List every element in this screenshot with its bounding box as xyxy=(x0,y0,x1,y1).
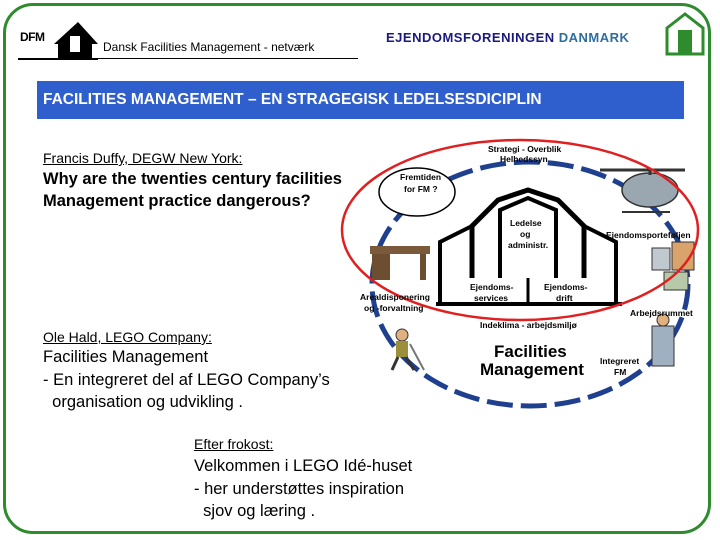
office-person-icon xyxy=(651,313,675,367)
label-fm-2: Management xyxy=(480,360,584,379)
label-fremtiden-1: Fremtiden xyxy=(400,172,442,182)
slide-frame xyxy=(3,3,711,534)
org-name: EJENDOMSFORENINGEN DANMARK xyxy=(386,30,629,45)
section2-speaker: Ole Hald, LEGO Company: xyxy=(43,329,212,345)
red-highlight-ellipse xyxy=(340,138,700,322)
label-ejendomsportefolje: Ejendomsporteføljen xyxy=(606,230,691,240)
house-outer-right-wall xyxy=(583,224,618,302)
label-arealdisp-2: og -forvaltning xyxy=(364,303,424,313)
label-ledelse-1: Ledelse xyxy=(510,218,542,228)
house-outer-left-wall xyxy=(438,224,473,302)
section1-line2: Management practice dangerous? xyxy=(43,192,311,210)
label-ledelse-3: administr. xyxy=(508,240,549,250)
label-arealdisp-1: Arealdisponering xyxy=(360,292,430,302)
section1-line1: Why are the twenties century facilities xyxy=(43,170,342,188)
label-strategi-1: Strategi - Overblik xyxy=(488,144,562,154)
label-integreret-1: Integreret xyxy=(600,356,640,366)
section1-speaker: Francis Duffy, DEGW New York: xyxy=(43,150,243,166)
label-indeklima: Indeklima - arbejdsmiljø xyxy=(480,320,577,330)
org-name-part2: DANMARK xyxy=(558,30,630,45)
dfm-logo-text: DFM xyxy=(20,30,45,44)
helicopter-icon xyxy=(600,168,685,213)
fm-diagram: Strategi - Overblik Helhedssyn Fremtiden… xyxy=(340,130,720,410)
buildings-icon xyxy=(651,241,695,291)
org-name-part1: EJENDOMSFORENINGEN xyxy=(386,30,559,45)
label-ejendomsdrift-2: drift xyxy=(556,293,573,303)
section3-line2: - her understøttes inspiration xyxy=(194,480,405,498)
label-arbejdsrummet: Arbejdsrummet xyxy=(630,308,693,318)
label-strategi-2: Helhedssyn xyxy=(500,154,548,164)
fremtiden-cloud xyxy=(378,167,456,217)
header-divider xyxy=(18,58,358,59)
title-banner: FACILITIES MANAGEMENT – EN STRAGEGISK LE… xyxy=(37,81,684,119)
section2-line3: organisation og udvikling . xyxy=(43,393,243,411)
section3-line1: Velkommen i LEGO Idé-huset xyxy=(194,457,413,475)
dfm-house-logo-icon xyxy=(18,22,98,60)
section3-line3: sjov og læring . xyxy=(194,502,316,520)
label-ejendomsdrift-1: Ejendoms- xyxy=(544,282,588,292)
label-ejendomsservices-1: Ejendoms- xyxy=(470,282,514,292)
fm-diagram-graphics xyxy=(340,138,700,409)
worker-figure-icon xyxy=(390,328,425,371)
banner-title: FACILITIES MANAGEMENT – EN STRAGEGISK LE… xyxy=(43,91,542,108)
desk-icon xyxy=(370,246,430,280)
label-integreret-2: FM xyxy=(614,367,627,377)
section2-line2: - En integreret del af LEGO Company’s xyxy=(43,371,330,389)
label-fm-1: Facilities xyxy=(494,342,567,361)
network-label: Dansk Facilities Management - netværk xyxy=(103,40,315,54)
label-ejendomsservices-2: services xyxy=(474,293,509,303)
label-ledelse-2: og xyxy=(520,229,531,239)
ejendomsforeningen-house-logo-icon xyxy=(665,12,705,56)
house-inner-wall xyxy=(498,195,558,278)
section2-line1: Facilities Management xyxy=(43,348,209,366)
section3-speaker: Efter frokost: xyxy=(194,436,274,452)
label-fremtiden-2: for FM ? xyxy=(404,184,438,194)
